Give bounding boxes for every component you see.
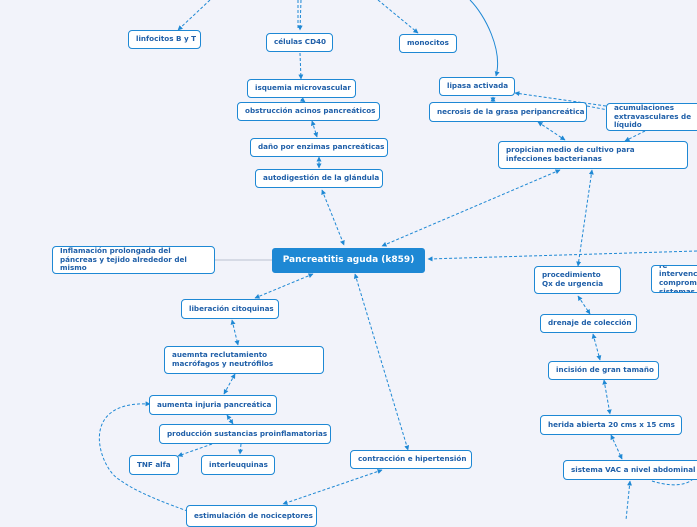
link-cd40-isquemia [298,52,304,80]
link-produccion-interleuquinas [237,443,243,455]
node-incision-label: incisión de gran tamaño [556,365,654,375]
node-injuria-label: aumenta injuria pancreática [157,399,272,409]
link-acumulaciones-propician [624,130,646,142]
node-propician[interactable]: propician medio de cultivo para infeccio… [498,141,688,169]
node-interleuquinas-label: interleuquinas [209,459,268,469]
link-top-monocitos [377,0,419,34]
node-autodigestion[interactable]: autodigestión de la glándula [255,169,383,188]
link-produccion-tnf [177,443,213,457]
link-propician-procedimiento [576,169,594,267]
node-lipasa-label: lipasa activada [447,81,509,91]
link-injuria-loop [98,401,191,513]
node-incision[interactable]: incisión de gran tamaño [548,361,659,380]
node-contraccion[interactable]: contracción e hipertensión [350,450,472,469]
link-top-linfocitos [177,0,211,31]
node-dano-label: daño por enzimas pancreáticas [258,142,385,152]
node-reclutamiento-label: auemnta reclutamiento macrófagos y neutr… [172,350,274,368]
node-drenaje-label: drenaje de colección [548,318,632,328]
node-obstruccion-label: obstrucción acinos pancreáticos [245,106,376,116]
node-procedimiento[interactable]: procedimiento Qx de urgencia [534,266,621,294]
node-obstruccion[interactable]: obstrucción acinos pancreáticos [237,102,380,121]
node-celulas-cd40-label: células CD40 [274,37,327,47]
node-liberacion[interactable]: liberación citoquinas [181,299,279,319]
node-injuria[interactable]: aumenta injuria pancreática [149,395,277,415]
node-vac-label: sistema VAC a nivel abdominal [571,464,696,474]
node-propician-label: propician medio de cultivo para infeccio… [506,145,635,163]
node-definition[interactable]: Inflamación prolongada del páncreas y te… [52,246,215,274]
link-contraccion-estimulacion [282,469,383,505]
link-liberacion-reclutamiento [230,319,240,346]
node-acumulaciones[interactable]: acumulaciones extravasculares de líquido [606,103,697,131]
node-dano[interactable]: daño por enzimas pancreáticas [250,138,388,157]
node-isquemia[interactable]: isquemia microvascular [247,79,356,98]
link-acumulaciones-lipasa [514,91,607,107]
node-tnf[interactable]: TNF alfa [129,455,179,475]
link-isquemia-obstruccion [299,97,306,103]
node-linfocitos-label: linfocitos B y T [136,34,197,44]
node-drenaje[interactable]: drenaje de colección [540,314,637,333]
node-necrosis[interactable]: necrosis de la grasa peripancreática [429,102,587,122]
link-incision-herida [602,379,612,415]
node-linfocitos[interactable]: linfocitos B y T [128,30,201,49]
node-herida-label: herida abierta 20 cms x 15 cms [548,419,675,429]
node-reintervencion[interactable]: re intervención, compromiso de sistemas [651,265,697,293]
node-monocitos[interactable]: monocitos [399,34,457,53]
link-injuria-produccion [226,414,234,425]
node-interleuquinas[interactable]: interleuquinas [201,455,275,475]
node-isquemia-label: isquemia microvascular [255,83,351,93]
node-produccion-label: producción sustancias proinflamatorias [167,428,328,438]
link-right-main [427,250,697,262]
link-top-cd40-b [297,0,303,31]
node-necrosis-label: necrosis de la grasa peripancreática [437,106,585,116]
link-necrosis-acumulaciones [586,105,609,111]
node-main-pancreatitis[interactable]: Pancreatitis aguda (k859) [272,248,425,273]
node-definition-label: Inflamación prolongada del páncreas y te… [60,246,187,273]
node-liberacion-label: liberación citoquinas [189,303,274,313]
link-necrosis-propician [537,121,566,141]
node-celulas-cd40[interactable]: células CD40 [266,33,333,52]
link-vac-loop [651,469,697,486]
link-reclutamiento-injuria [223,373,236,395]
node-reintervencion-label: re intervención, compromiso de sistemas [659,265,697,293]
link-obstruccion-dano [310,120,319,138]
link-vac-down [625,480,633,520]
node-lipasa[interactable]: lipasa activada [439,77,515,96]
node-acumulaciones-label: acumulaciones extravasculares de líquido [614,103,692,130]
node-estimulacion[interactable]: estimulación de nociceptores [186,505,317,527]
link-top-lipasa [469,0,500,77]
node-procedimiento-label: procedimiento Qx de urgencia [542,270,604,288]
link-propician-main [381,169,561,247]
node-monocitos-label: monocitos [407,38,449,48]
node-reclutamiento[interactable]: auemnta reclutamiento macrófagos y neutr… [164,346,324,374]
link-procedimiento-drenaje [577,295,591,315]
node-tnf-label: TNF alfa [137,459,171,469]
node-produccion[interactable]: producción sustancias proinflamatorias [159,424,331,444]
node-estimulacion-label: estimulación de nociceptores [194,510,313,520]
link-herida-vac [610,434,623,460]
node-autodigestion-label: autodigestión de la glándula [263,173,380,183]
link-main-liberacion [254,273,314,299]
node-main-label: Pancreatitis aguda (k859) [282,255,415,266]
node-herida[interactable]: herida abierta 20 cms x 15 cms [540,415,682,435]
link-main-contraccion [353,273,410,451]
node-contraccion-label: contracción e hipertensión [358,454,467,464]
link-drenaje-incision [591,333,602,361]
link-autodigestion-main [321,189,345,246]
node-vac[interactable]: sistema VAC a nivel abdominal [563,460,697,480]
